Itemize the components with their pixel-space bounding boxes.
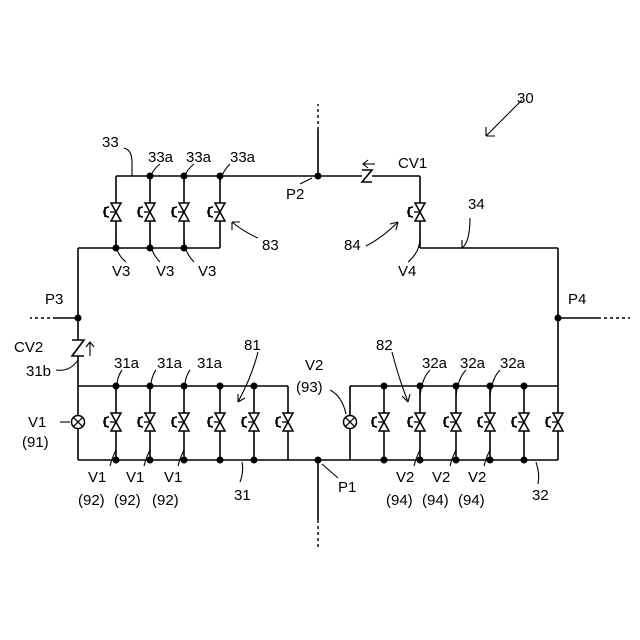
label-valve-v1-number: (92) xyxy=(152,492,179,509)
label-valve-v1: V1 xyxy=(88,469,106,486)
label-line-31: 31 xyxy=(234,487,251,504)
label-valve-v3: V3 xyxy=(198,263,216,280)
port-p4-dot xyxy=(555,315,562,322)
solenoid-valve-icon xyxy=(372,413,389,431)
solenoid-valve-icon xyxy=(478,413,495,431)
label-valve-v3: V3 xyxy=(112,263,130,280)
label-valve-v2-main: V2 xyxy=(305,357,323,374)
solenoid-valve-icon xyxy=(138,413,155,431)
label-valve-v1: V1 xyxy=(164,469,182,486)
junction-dot xyxy=(217,383,224,390)
junction-dot xyxy=(217,457,224,464)
junction-dot xyxy=(181,457,188,464)
label-valve-31a: 31a xyxy=(114,355,140,372)
solenoid-valve-icon xyxy=(138,203,155,221)
leader-lines xyxy=(56,100,539,484)
solenoid-valve-icon xyxy=(172,203,189,221)
label-ref-82: 82 xyxy=(376,337,393,354)
port-continuations xyxy=(30,104,630,550)
junction-dot xyxy=(417,457,424,464)
junction-dot xyxy=(453,457,460,464)
solenoid-valve-icon xyxy=(444,413,461,431)
label-check-valve-cv1: CV1 xyxy=(398,155,427,172)
label-port-p2: P2 xyxy=(286,186,304,203)
solenoid-valve-icon xyxy=(546,413,563,431)
label-valve-33a: 33a xyxy=(148,149,174,166)
labels: 30 33 33a 33a 33a P2 CV1 34 83 84 V3 V3 … xyxy=(14,90,586,509)
label-valve-v2-main-number: (93) xyxy=(296,379,323,396)
label-group-33: 33 xyxy=(102,134,119,151)
label-valve-31a: 31a xyxy=(197,355,223,372)
label-line-32: 32 xyxy=(532,487,549,504)
valve-v2-main-icon xyxy=(344,416,357,429)
valves-group-32 xyxy=(344,413,564,431)
label-valve-32a: 32a xyxy=(500,355,526,372)
label-ref-83: 83 xyxy=(262,237,279,254)
label-valve-31a: 31a xyxy=(157,355,183,372)
label-ref-84: 84 xyxy=(344,237,361,254)
label-port-p4: P4 xyxy=(568,291,586,308)
junction-dot xyxy=(251,457,258,464)
solenoid-valve-icon xyxy=(512,413,529,431)
label-valve-v1-main-number: (91) xyxy=(22,434,49,451)
port-p2-dot xyxy=(315,173,322,180)
port-p3-dot xyxy=(75,315,82,322)
valves-group-33 xyxy=(104,203,225,221)
label-valve-v1: V1 xyxy=(126,469,144,486)
port-p1-dot xyxy=(315,457,322,464)
label-port-p3: P3 xyxy=(45,291,63,308)
label-valve-v2-number: (94) xyxy=(458,492,485,509)
label-line-31b: 31b xyxy=(26,363,51,380)
solenoid-valve-icon xyxy=(208,203,225,221)
solenoid-valve-icon xyxy=(276,413,293,431)
label-valve-33a: 33a xyxy=(186,149,212,166)
check-valve-cv1-icon xyxy=(362,160,375,182)
solenoid-valve-icon xyxy=(104,413,121,431)
solenoid-valve-icon xyxy=(208,413,225,431)
junction-dot xyxy=(381,383,388,390)
junction-dot xyxy=(381,457,388,464)
label-system: 30 xyxy=(517,90,534,107)
valves-group-31 xyxy=(72,413,294,431)
label-valve-v2: V2 xyxy=(432,469,450,486)
valve-v4-icon xyxy=(408,203,425,221)
pipe-lines xyxy=(56,130,598,520)
solenoid-valve-icon xyxy=(408,413,425,431)
label-line-34: 34 xyxy=(468,196,485,213)
junction-dot xyxy=(113,457,120,464)
label-valve-v1-main: V1 xyxy=(28,414,46,431)
valve-v1-main-icon xyxy=(72,416,85,429)
label-valve-v3: V3 xyxy=(156,263,174,280)
junction-dot xyxy=(251,383,258,390)
label-valve-32a: 32a xyxy=(460,355,486,372)
check-valve-cv2-icon xyxy=(72,340,94,356)
label-valve-v1-number: (92) xyxy=(114,492,141,509)
solenoid-valve-icon xyxy=(242,413,259,431)
label-valve-32a: 32a xyxy=(422,355,448,372)
label-valve-v2-number: (94) xyxy=(386,492,413,509)
junction-dot xyxy=(521,457,528,464)
junction-dot xyxy=(521,383,528,390)
label-port-p1: P1 xyxy=(338,479,356,496)
solenoid-valve-icon xyxy=(104,203,121,221)
label-check-valve-cv2: CV2 xyxy=(14,339,43,356)
junction-dot xyxy=(147,457,154,464)
label-valve-33a: 33a xyxy=(230,149,256,166)
label-ref-81: 81 xyxy=(244,337,261,354)
label-valve-v2: V2 xyxy=(468,469,486,486)
label-valve-v1-number: (92) xyxy=(78,492,105,509)
label-valve-v2: V2 xyxy=(396,469,414,486)
label-valve-v2-number: (94) xyxy=(422,492,449,509)
junction-dot xyxy=(487,457,494,464)
label-valve-v4: V4 xyxy=(398,263,416,280)
solenoid-valve-icon xyxy=(172,413,189,431)
